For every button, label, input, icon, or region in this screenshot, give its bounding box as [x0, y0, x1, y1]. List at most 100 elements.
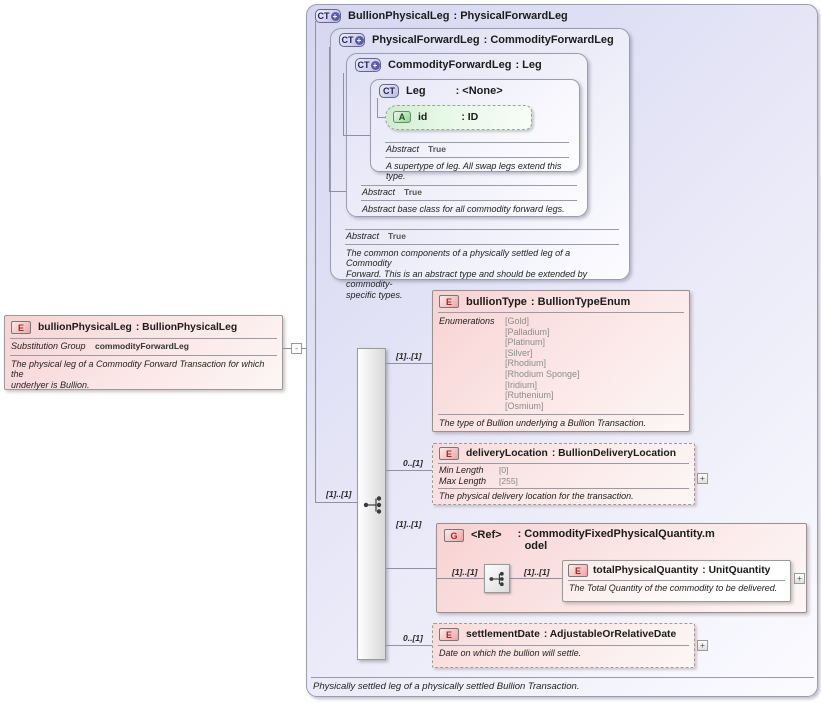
min-length-row: Min Length [0]: [439, 465, 509, 475]
divider: [10, 354, 277, 356]
complex-type-plus-icon[interactable]: CT+: [355, 58, 381, 72]
leg-details: Abstract True A supertype of leg. All sw…: [380, 140, 574, 182]
settlement-date-header: E settlementDate : AdjustableOrRelativeD…: [433, 624, 694, 643]
extension-plus-icon: +: [354, 35, 364, 45]
element-annotation: The physical leg of a Commodity Forward …: [11, 358, 265, 390]
divider: [385, 142, 569, 143]
connector-line: [386, 363, 432, 364]
element-annotation: The physical delivery location for the t…: [439, 491, 634, 501]
quantity-ref-header: G <Ref> : CommodityFixedPhysicalQuantity…: [437, 524, 806, 552]
enum-value: [Rhodium Sponge]: [505, 368, 580, 379]
type-annotation: A supertype of leg. All swap legs extend…: [386, 160, 562, 182]
enum-value: [Silver]: [505, 347, 533, 358]
bullion-physical-leg-element-box: E bullionPhysicalLeg : BullionPhysicalLe…: [4, 315, 283, 390]
connector-line: [436, 578, 484, 579]
base-type-name: : PhysicalForwardLeg: [453, 10, 568, 22]
element-icon: E: [439, 295, 459, 308]
abstract-row: Abstract True: [346, 231, 406, 241]
inner-sequence-chip: [484, 564, 510, 593]
connector-line: [315, 502, 357, 503]
enum-value: [Gold]: [505, 316, 530, 326]
commodity-forward-leg-details: Abstract True Abstract base class for al…: [356, 183, 582, 214]
divider: [438, 488, 689, 489]
divider: [345, 229, 619, 230]
enumerations-row: Enumerations [Gold] [Palladium] [Platinu…: [439, 316, 580, 411]
complex-type-plus-icon[interactable]: CT+: [315, 9, 341, 23]
cardinality-label: [1]..[1]: [524, 567, 550, 577]
connector-line: [329, 47, 330, 191]
sequence-icon: [363, 496, 382, 514]
physical-forward-leg-header: CT+ PhysicalForwardLeg : CommodityForwar…: [331, 29, 629, 49]
element-header: E bullionPhysicalLeg : BullionPhysicalLe…: [5, 316, 282, 336]
connector-line: [343, 73, 344, 135]
type-annotation: The common components of a physically se…: [346, 247, 588, 300]
divider: [311, 677, 814, 678]
divider: [345, 243, 619, 245]
group-icon: G: [444, 529, 464, 542]
cardinality-label: [1]..[1]: [396, 351, 422, 361]
total-physical-quantity-header: E totalPhysicalQuantity : UnitQuantity: [563, 561, 790, 578]
type-name: PhysicalForwardLeg: [372, 34, 480, 46]
enum-value: [Iridium]: [505, 379, 538, 390]
element-annotation: The Total Quantity of the commodity to b…: [569, 583, 778, 593]
substitution-group-row: Substitution Group commodityForwardLeg: [11, 341, 189, 351]
base-type-name: : Leg: [515, 59, 542, 71]
max-length-row: Max Length [255]: [439, 475, 518, 486]
cardinality-label: [1]..[1]: [396, 519, 422, 529]
commodity-forward-leg-header: CT+ CommodityForwardLeg : Leg: [347, 54, 587, 74]
element-icon: E: [568, 564, 588, 577]
divider: [438, 645, 689, 646]
abstract-row: Abstract True: [362, 187, 422, 197]
connector-line: [510, 578, 562, 579]
element-annotation: Date on which the bullion will settle.: [439, 648, 582, 658]
complex-type-plus-icon[interactable]: CT+: [339, 33, 365, 47]
connector-line: [386, 568, 436, 569]
cardinality-label: 0..[1]: [403, 458, 423, 468]
extension-plus-icon: +: [370, 60, 380, 70]
connector-line: [386, 470, 432, 471]
bullion-physical-leg-header: CT+ BullionPhysicalLeg : PhysicalForward…: [307, 5, 817, 25]
attribute-type: : ID: [461, 111, 479, 123]
sequence-icon: [489, 571, 504, 586]
extension-plus-icon: +: [330, 11, 340, 21]
delivery-location-header: E deliveryLocation : BullionDeliveryLoca…: [433, 444, 694, 461]
type-name: BullionPhysicalLeg: [348, 10, 450, 22]
element-icon: E: [439, 628, 459, 641]
enum-value: [Osmium]: [505, 400, 544, 411]
enumeration-values: [Gold] [Palladium] [Platinum] [Silver] […: [505, 316, 580, 411]
enum-value: [Platinum]: [505, 337, 546, 348]
connector-line: [377, 117, 385, 118]
connector-line: [386, 645, 432, 646]
cardinality-label: 0..[1]: [403, 633, 423, 643]
attribute-name: id: [418, 111, 428, 123]
collapse-icon[interactable]: -: [291, 343, 302, 354]
abstract-row: Abstract True: [386, 144, 446, 154]
group-type: : CommodityFixedPhysicalQuantity.m odel: [517, 528, 715, 552]
expand-icon[interactable]: +: [697, 473, 708, 484]
element-name: settlementDate: [466, 629, 540, 640]
element-type: : BullionPhysicalLeg: [135, 322, 238, 333]
divider: [361, 199, 577, 201]
enum-value: [Palladium]: [505, 326, 550, 337]
connector-line: [283, 348, 291, 349]
attribute-icon: A: [393, 111, 411, 123]
divider: [438, 414, 684, 416]
expand-icon[interactable]: +: [794, 573, 805, 584]
divider: [438, 312, 684, 313]
element-name: bullionPhysicalLeg: [38, 322, 132, 333]
type-name: CommodityForwardLeg: [388, 59, 512, 71]
id-attribute-box: A id : ID: [385, 105, 532, 130]
divider: [10, 338, 277, 339]
connector-line: [329, 191, 346, 192]
expand-icon[interactable]: +: [697, 640, 708, 651]
base-type-name: : CommodityForwardLeg: [483, 34, 614, 46]
element-type: : AdjustableOrRelativeDate: [543, 629, 677, 640]
enum-value: [Rhodium]: [505, 358, 547, 369]
complex-type-icon: CT: [379, 84, 399, 98]
total-physical-quantity-element-box: E totalPhysicalQuantity : UnitQuantity T…: [562, 560, 791, 602]
cardinality-label: [1]..[1]: [452, 567, 478, 577]
bullion-type-header: E bullionType : BullionTypeEnum: [433, 291, 689, 310]
element-name: deliveryLocation: [466, 448, 548, 459]
physical-forward-leg-details: Abstract True The common components of a…: [340, 227, 624, 300]
